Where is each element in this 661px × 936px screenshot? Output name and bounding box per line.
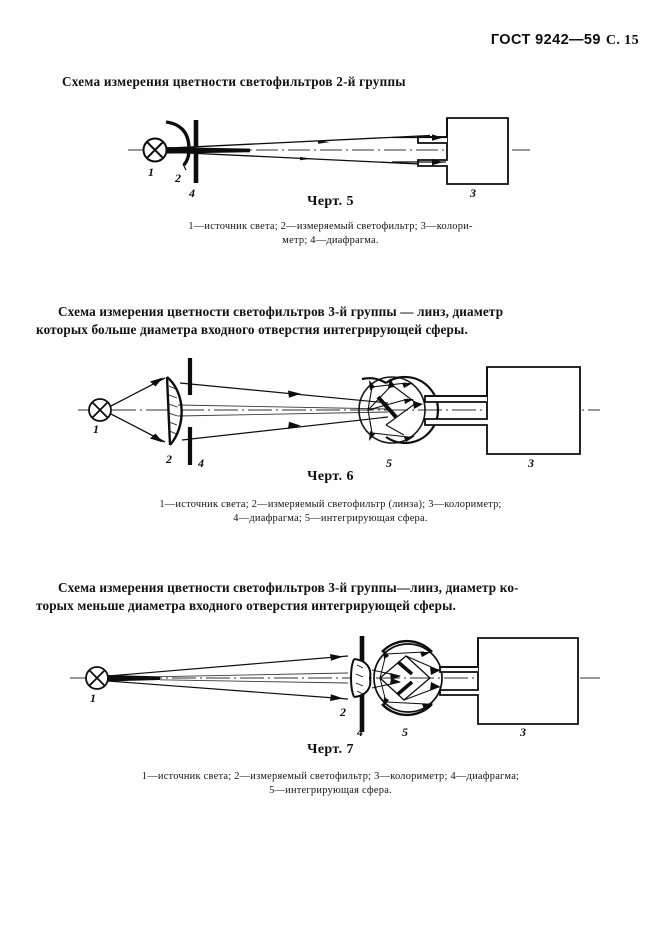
- label-5: 5: [386, 456, 392, 470]
- paragraph-group-3-large-line-2: которых больше диаметра входного отверст…: [36, 322, 468, 337]
- ray-upper: [166, 134, 431, 149]
- figure-6-legend-line-2: 4—диафрагма; 5—интегрирующая сфера.: [233, 513, 428, 524]
- ray-arrow-upper: [318, 140, 330, 144]
- scheme-group-3-large-lens-svg: 1 2 4 5 3: [78, 358, 600, 470]
- figure-5-legend-line-1: 1—источник света; 2—измеряемый светофиль…: [188, 221, 473, 232]
- label-3: 3: [469, 186, 476, 199]
- label-4: 4: [356, 725, 363, 739]
- label-2: 2: [165, 452, 172, 466]
- figure-7-number: Черт. 7: [307, 742, 354, 757]
- label-1: 1: [148, 165, 154, 179]
- ray-arrow-lower: [300, 157, 312, 161]
- label-5: 5: [402, 725, 408, 739]
- paragraph-group-3-large: Схема измерения цветности светофильтров …: [36, 303, 628, 339]
- ray-arrow-upper: [330, 654, 343, 661]
- figure-7-legend-line-2: 5—интегрирующая сфера.: [269, 785, 392, 796]
- figure-5-legend-line-2: метр; 4—диафрагма.: [282, 235, 379, 246]
- ray-arrow-lower: [330, 694, 343, 701]
- ray-lower: [181, 416, 389, 441]
- paragraph-group-3-large-line-1: Схема измерения цветности светофильтров …: [58, 304, 504, 319]
- label-2: 2: [174, 171, 181, 185]
- label-1: 1: [90, 691, 96, 705]
- figure-7-legend: 1—источник света; 2—измеряемый светофиль…: [0, 770, 661, 798]
- label-3: 3: [527, 456, 534, 470]
- integrating-sphere: [358, 375, 439, 445]
- label-4: 4: [188, 186, 195, 199]
- small-lens: [350, 658, 372, 698]
- figure-7-legend-line-1: 1—источник света; 2—измеряемый светофиль…: [141, 771, 520, 782]
- ray-lower: [107, 680, 349, 700]
- running-head: ГОСТ 9242—59 С. 15: [491, 32, 639, 49]
- scheme-group-2-svg: 1 2 4 3: [128, 117, 530, 199]
- figure-6-legend: 1—источник света; 2—измеряемый светофиль…: [0, 498, 661, 526]
- figure-5-legend: 1—источник света; 2—измеряемый светофиль…: [0, 220, 661, 248]
- label-4: 4: [197, 456, 204, 470]
- filter-arc: [165, 120, 191, 150]
- figure-5-diagram: 1 2 4 3: [0, 104, 661, 199]
- ray-lower: [166, 151, 431, 166]
- figure-6-diagram: 1 2 4 5 3: [0, 355, 661, 475]
- page-number: С. 15: [605, 33, 639, 48]
- scheme-group-3-small-lens-svg: 1 2 4 5 3: [70, 636, 600, 739]
- figure-6-number: Черт. 6: [307, 469, 354, 484]
- standard-number: ГОСТ 9242—59: [490, 32, 601, 48]
- figure-6-legend-line-1: 1—источник света; 2—измеряемый светофиль…: [159, 499, 502, 510]
- ray-arrow-upper: [288, 390, 301, 398]
- colorimeter-body: [424, 366, 581, 455]
- label-3: 3: [519, 725, 526, 739]
- ray-arrow-lower: [288, 421, 301, 429]
- section-heading-group-2: Схема измерения цветности светофильтров …: [62, 74, 406, 89]
- label-1: 1: [93, 422, 99, 436]
- figure-5-number: Черт. 5: [307, 194, 354, 209]
- colorimeter-body: [439, 637, 579, 725]
- figure-7-diagram: 1 2 4 5 3: [0, 632, 661, 742]
- paragraph-group-3-small-line-2: торых меньше диаметра входного отверстия…: [36, 598, 456, 613]
- paragraph-group-3-small-line-1: Схема измерения цветности светофильтров …: [58, 580, 519, 595]
- integrating-sphere: [371, 639, 443, 717]
- lens-hatching: [168, 385, 178, 435]
- lens-body: [166, 376, 183, 446]
- sphere-baffle: [376, 395, 398, 419]
- ray-upper: [179, 382, 389, 404]
- label-2: 2: [339, 705, 346, 719]
- ray-upper: [107, 655, 349, 677]
- paragraph-group-3-small: Схема измерения цветности светофильтров …: [36, 579, 630, 615]
- colorimeter-body: [417, 117, 509, 185]
